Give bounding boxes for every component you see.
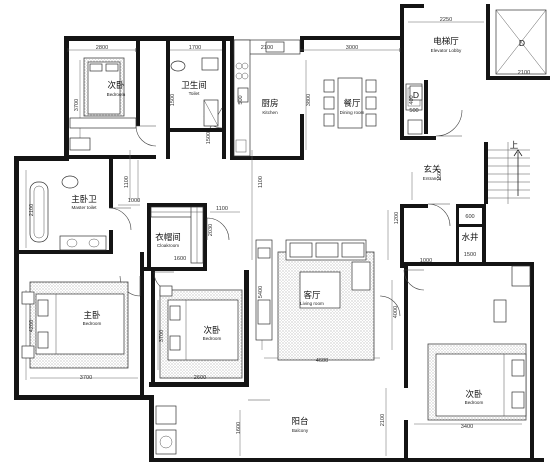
room-labels: 次卧 Bedroom 卫生间 Toilet 厨房 Kitchen 餐厅 Dini… <box>71 36 525 433</box>
dim-balcony-2100: 2100 <box>380 414 386 426</box>
elevator-small <box>409 85 423 101</box>
master-bed <box>35 293 125 355</box>
label-water-well: 水井 <box>461 232 478 242</box>
dim-living-width: 4600 <box>316 358 328 364</box>
label-elevator-lobby-en: Elevator Lobby <box>431 48 462 53</box>
dim-cloak-1100: 1100 <box>216 206 228 212</box>
label-entrance-en: Entrance <box>423 176 442 181</box>
coffee-table <box>299 271 341 309</box>
dim-master-toilet-2100: 2100 <box>29 204 35 216</box>
elevator-d-large: D <box>519 38 525 48</box>
label-elevator-lobby: 电梯厅 <box>433 36 459 46</box>
toilet-bowl <box>170 60 186 72</box>
label-bedroom-right: 次卧 <box>465 389 483 399</box>
dining-table <box>337 77 363 129</box>
dim-mid-bed-width: 2600 <box>194 375 206 381</box>
dim-right-bed-width: 3400 <box>461 424 473 430</box>
double-sink <box>59 235 107 251</box>
dim-elevator-width: 2250 <box>440 17 452 23</box>
label-toilet: 卫生间 <box>181 80 207 90</box>
label-balcony-en: Balcony <box>292 428 309 433</box>
dim-master-height: 4200 <box>29 320 35 332</box>
label-kitchen: 厨房 <box>261 98 278 108</box>
dim-entrance-1100: 1100 <box>258 176 264 188</box>
label-toilet-en: Toilet <box>189 91 200 96</box>
label-master-bedroom: 主卧 <box>83 310 101 320</box>
label-entrance: 玄关 <box>423 164 441 174</box>
dim-mid-bed-height: 3700 <box>159 330 165 342</box>
dim-well-600: 600 <box>465 214 474 220</box>
dim-shaft-400: 400 <box>409 95 415 104</box>
dim-entrance-1500: 1500 <box>437 169 443 181</box>
dim-kitchen-side-1500: 1500 <box>206 132 212 144</box>
dim-right-4000: 4000 <box>393 306 399 318</box>
dim-hall-1000: 1000 <box>128 198 140 204</box>
dim-top-left-width: 2800 <box>96 45 108 51</box>
label-bedroom-tl-en: Bedroom <box>107 92 126 97</box>
dimension-labels: 2800 1700 2100 3000 2250 3700 3800 1500 … <box>29 17 530 434</box>
label-bedroom-middle: 次卧 <box>203 325 221 335</box>
dim-master-width: 3700 <box>80 375 92 381</box>
dim-well-1500: 1500 <box>464 252 476 258</box>
dim-kitchen-width: 2100 <box>261 45 273 51</box>
label-dining-en: Dining room <box>340 110 365 115</box>
elevator-d-small: D <box>413 90 419 100</box>
wardrobe-top-left <box>69 117 137 129</box>
dim-lobby-2100: 2100 <box>518 70 530 76</box>
dim-toilet-width: 1700 <box>189 45 201 51</box>
label-cloakroom-en: Cloakroom <box>157 243 179 248</box>
stair-up-label: 上 <box>510 140 519 150</box>
label-dining: 餐厅 <box>343 98 361 108</box>
walls <box>14 4 550 462</box>
label-bedroom-right-en: Bedroom <box>465 400 484 405</box>
dim-balcony-1600: 1600 <box>236 422 242 434</box>
dim-living-height: 5400 <box>258 286 264 298</box>
label-master-toilet-en: Master toilet <box>71 205 97 210</box>
label-bedroom-tl: 次卧 <box>107 80 125 90</box>
stairs <box>488 142 530 204</box>
dim-living-1200: 1200 <box>394 212 400 224</box>
label-bedroom-middle-en: Bedroom <box>203 336 222 341</box>
dim-right-1000: 1000 <box>420 258 432 264</box>
label-living-room: 客厅 <box>303 290 321 300</box>
dim-cloak-1600: 1600 <box>174 256 186 262</box>
dim-dining-width: 3000 <box>346 45 358 51</box>
label-cloakroom: 衣帽间 <box>155 232 181 242</box>
right-bed <box>435 353 527 417</box>
furniture <box>21 9 547 455</box>
dim-shaft-500b: 500 <box>409 108 418 114</box>
dim-shaft-500: 500 <box>238 95 244 104</box>
dim-kitchen-height: 3800 <box>306 94 312 106</box>
label-master-toilet: 主卧卫 <box>71 194 97 204</box>
dim-cloak-2030: 2030 <box>208 224 214 236</box>
bathtub <box>29 181 49 243</box>
label-kitchen-en: Kitchen <box>262 110 278 115</box>
label-master-bedroom-en: Bedroom <box>83 321 102 326</box>
label-living-room-en: Living room <box>300 301 324 306</box>
dim-corridor-1100: 1100 <box>124 176 130 188</box>
label-balcony: 阳台 <box>291 416 308 426</box>
dim-bedroom-tl-height: 3700 <box>74 99 80 111</box>
dim-toilet-1500: 1500 <box>170 94 176 106</box>
